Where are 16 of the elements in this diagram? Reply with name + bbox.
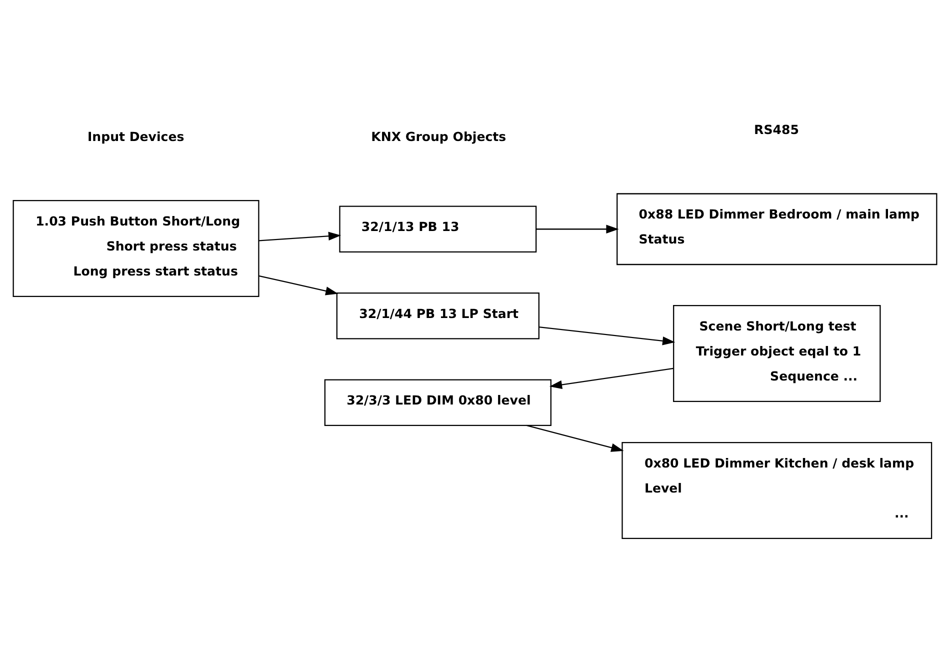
- label: Input Devices: [88, 129, 184, 144]
- node-box: 32/1/44 PB 13 LP Start: [336, 292, 540, 340]
- arrow: [258, 275, 338, 296]
- arrow: [258, 232, 342, 242]
- arrow: [539, 326, 676, 346]
- node-box: 32/3/3 LED DIM 0x80 level: [324, 379, 552, 426]
- node-box: 0x80 LED Dimmer Kitchen / desk lamp Level ...: [622, 442, 932, 539]
- node-box: 1.03 Push Button Short/Long Short press status Long press start status: [12, 200, 260, 298]
- label: KNX Group Objects: [371, 129, 506, 144]
- arrow: [549, 368, 674, 390]
- node-box: 32/1/13 PB 13: [339, 206, 537, 253]
- node-box: 0x88 LED Dimmer Bedroom / main lamp Status: [616, 193, 938, 266]
- arrow: [536, 224, 619, 234]
- arrow: [526, 424, 624, 452]
- label: RS485: [754, 122, 799, 138]
- node-box: Scene Short/Long test Trigger object eqal to 1 Sequence ...: [673, 305, 881, 402]
